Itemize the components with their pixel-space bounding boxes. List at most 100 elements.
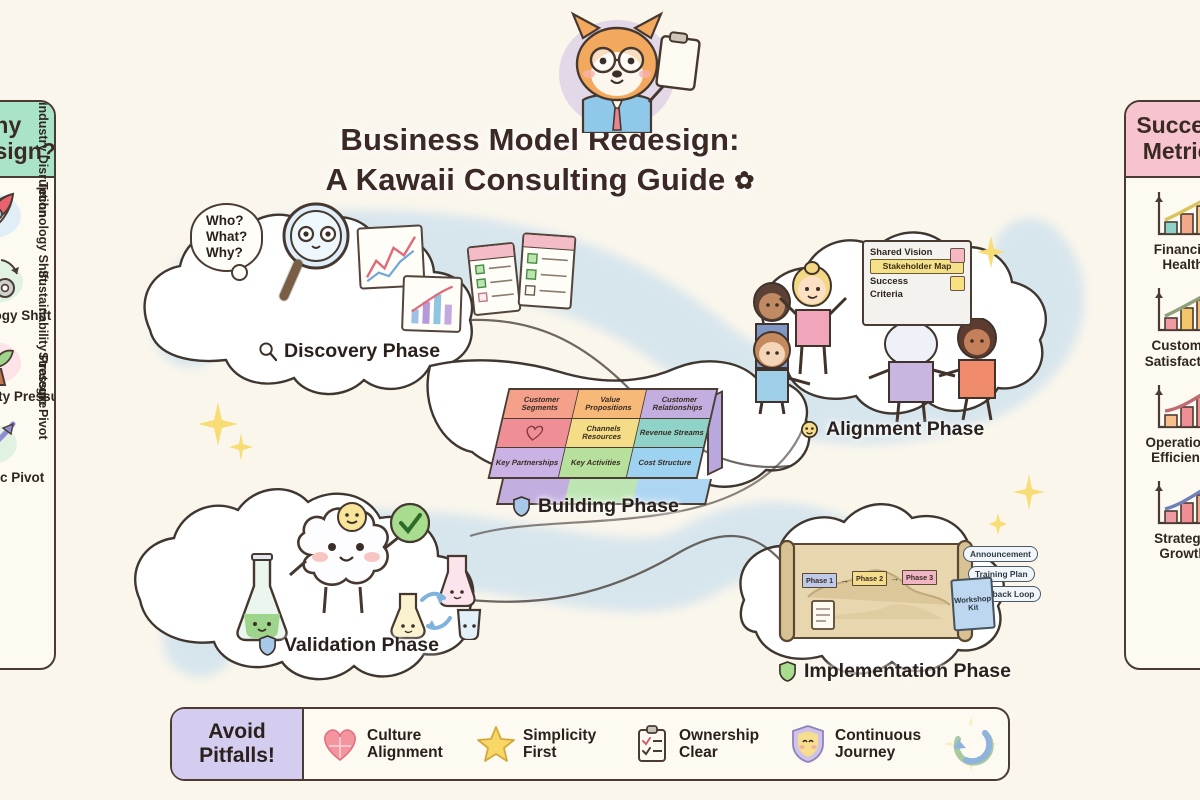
canvas-cell-revenue-streams[interactable]: Revenue Streams xyxy=(633,419,710,448)
avoid-pitfalls-title: Avoid Pitfalls! xyxy=(172,709,304,779)
success-metrics-panel: Success Metrics Financial xyxy=(1124,100,1200,670)
canvas-cell-cost-structure[interactable]: Cost Structure xyxy=(627,448,703,477)
workshop-kit-book[interactable]: Workshop Kit xyxy=(950,576,996,632)
badge-announcement[interactable]: Announcement xyxy=(963,546,1038,562)
upward-arrow-icon xyxy=(0,414,33,470)
canvas-cell-customer-relationships[interactable]: Customer Relationships xyxy=(640,390,717,419)
pitfall-label-2-line2: Clear xyxy=(679,744,718,761)
mascot-shiba-icon xyxy=(559,11,701,133)
shield-smile-icon xyxy=(792,725,824,763)
shield-green-icon xyxy=(779,661,796,682)
roadmap-scroll: Phase 1 → Phase 2 → Phase 3 xyxy=(778,539,974,643)
sparkle-icon xyxy=(1013,474,1045,510)
canvas-cell-value-propositions[interactable]: Value Propositions xyxy=(572,390,648,419)
pitfall-label-3-line1: Continuous xyxy=(835,726,922,744)
gears-icon xyxy=(0,252,33,308)
business-model-canvas: Customer Segments Value Propositions Cus… xyxy=(487,388,723,505)
pitfall-item-simplicity-first[interactable]: Simplicity First xyxy=(476,724,630,764)
metric-label-3-line2: Growth xyxy=(1159,546,1200,562)
metric-item-strategic-growth[interactable]: Strategic Growth xyxy=(1130,475,1200,561)
success-metrics-heading-line2: Metrics xyxy=(1142,138,1200,164)
metric-label-2-line1: Operational xyxy=(1145,434,1200,450)
smiley-badge-icon xyxy=(337,502,367,532)
metric-label-3-line1: Strategic xyxy=(1154,531,1200,547)
why-item-label-2-inline: Sustainability Pressure xyxy=(0,389,54,405)
why-item-technology-shift[interactable]: Technology Shift Technology Shift xyxy=(0,182,51,323)
why-item-label-1: Technology Shift xyxy=(36,182,50,283)
metric-label-0-line1: Financial xyxy=(1153,242,1200,257)
avoid-pitfalls-bar: Avoid Pitfalls! Culture Alignment xyxy=(170,707,1010,781)
roadmap-flag-phase-1[interactable]: Phase 1 xyxy=(802,573,838,588)
magnifier-icon xyxy=(259,342,277,362)
sparkle-icon xyxy=(977,236,1005,268)
sticky-note-pink xyxy=(950,248,965,263)
why-item-sustainability-pressure[interactable]: Sustainability Pressure Sustainability P… xyxy=(0,270,54,408)
shield-icon xyxy=(259,635,276,656)
star-icon xyxy=(477,726,515,762)
bar-chart-up-icon xyxy=(1147,282,1200,338)
why-redesign-heading-line2: Redesign? xyxy=(0,138,56,164)
canvas-cell-key-partnerships[interactable]: Key Partnerships xyxy=(489,448,566,477)
sparkle-icon xyxy=(229,433,253,461)
phase-label-building[interactable]: Building Phase xyxy=(512,495,679,518)
phase-label-text-discovery: Discovery Phase xyxy=(284,340,441,362)
pitfall-item-continuous-journey[interactable]: Continuous Journey xyxy=(788,724,942,764)
roadmap-flag-phase-3[interactable]: Phase 3 xyxy=(902,570,938,585)
roadmap-flag-phase-2[interactable]: Phase 2 xyxy=(852,571,888,586)
rocket-icon xyxy=(0,186,33,242)
sparkle-icon xyxy=(198,402,238,446)
phase-label-discovery[interactable]: Discovery Phase xyxy=(258,340,440,363)
canvas-cell-channels-resources[interactable]: Channels Resources xyxy=(565,419,641,448)
metric-label-1-line1: Customer xyxy=(1151,338,1200,354)
kawaii-beakers-group-icon xyxy=(390,554,482,640)
pitfall-item-ownership-clear[interactable]: Ownership Clear xyxy=(632,724,786,764)
bubble-line-2: What? xyxy=(206,228,248,244)
metric-item-financial-health[interactable]: Financial Health xyxy=(1130,186,1200,272)
plant-icon xyxy=(0,333,33,389)
research-document xyxy=(517,232,577,310)
phase-label-alignment[interactable]: Alignment Phase xyxy=(800,418,984,441)
sticky-note-yellow xyxy=(950,276,965,291)
title-line-1: Business Model Redesign: xyxy=(340,122,740,157)
pitfall-label-0-line1: Culture xyxy=(367,726,422,744)
smiley-flask-icon xyxy=(236,553,288,642)
flower-icon: ✿ xyxy=(734,167,755,195)
pitfalls-title-line2: Pitfalls! xyxy=(199,744,275,767)
pitfalls-title-line1: Avoid xyxy=(208,720,266,744)
success-metrics-heading: Success Metrics xyxy=(1126,102,1200,178)
metric-label-2-line2: Efficiency xyxy=(1151,449,1200,465)
metric-label-1-line2: Satisfaction xyxy=(1144,353,1200,369)
avoid-pitfalls-items: Culture Alignment Simplicity First xyxy=(304,717,1008,771)
shield-icon xyxy=(513,496,530,517)
phase-label-text-building: Building Phase xyxy=(538,495,679,517)
bubble-line-1: Who? xyxy=(206,213,244,228)
phase-label-validation[interactable]: Validation Phase xyxy=(258,634,439,657)
metric-item-customer-satisfaction[interactable]: Customer Satisfaction xyxy=(1130,282,1200,368)
phase-label-text-implementation: Implementation Phase xyxy=(804,660,1011,682)
discovery-thought-bubble: Who? What? Why? xyxy=(190,203,264,281)
pitfall-item-culture-alignment[interactable]: Culture Alignment xyxy=(320,724,474,764)
why-item-industry-disruption[interactable]: Industry Disruption xyxy=(0,102,50,242)
success-metrics-heading-line1: Success xyxy=(1136,112,1200,139)
roadmap-arrow-2: → xyxy=(890,573,899,583)
heart-icon xyxy=(324,729,356,762)
canvas-cell-customer-segments[interactable]: Customer Segments xyxy=(503,390,579,419)
why-item-label-0: Industry Disruption xyxy=(36,102,50,218)
title-line-2: A Kawaii Consulting Guide ✿ xyxy=(190,160,890,200)
why-item-strategic-pivot[interactable]: Strategic Pivot Strategic Pivot xyxy=(0,352,50,485)
metric-item-operational-efficiency[interactable]: Operational Efficiency xyxy=(1130,379,1200,465)
handshake-badge-icon xyxy=(801,421,818,438)
heart-icon xyxy=(526,425,544,441)
cycle-arrow-icon xyxy=(944,717,998,771)
phase-label-implementation[interactable]: Implementation Phase xyxy=(778,660,1011,683)
canvas-cell-key-resources[interactable] xyxy=(496,419,573,448)
why-item-label-2: Sustainability Pressure xyxy=(36,270,50,409)
checklist-document xyxy=(466,241,522,317)
bubble-line-3: Why? xyxy=(206,244,243,260)
clipboard-check-icon xyxy=(638,725,666,762)
phase-label-text-validation: Validation Phase xyxy=(284,634,439,656)
canvas-cell-key-activities[interactable]: Key Activities xyxy=(558,448,634,477)
bar-chart-up-icon xyxy=(1147,475,1200,531)
roadmap-arrow-1: → xyxy=(840,575,849,585)
pitfall-label-3-line2: Journey xyxy=(835,744,896,761)
